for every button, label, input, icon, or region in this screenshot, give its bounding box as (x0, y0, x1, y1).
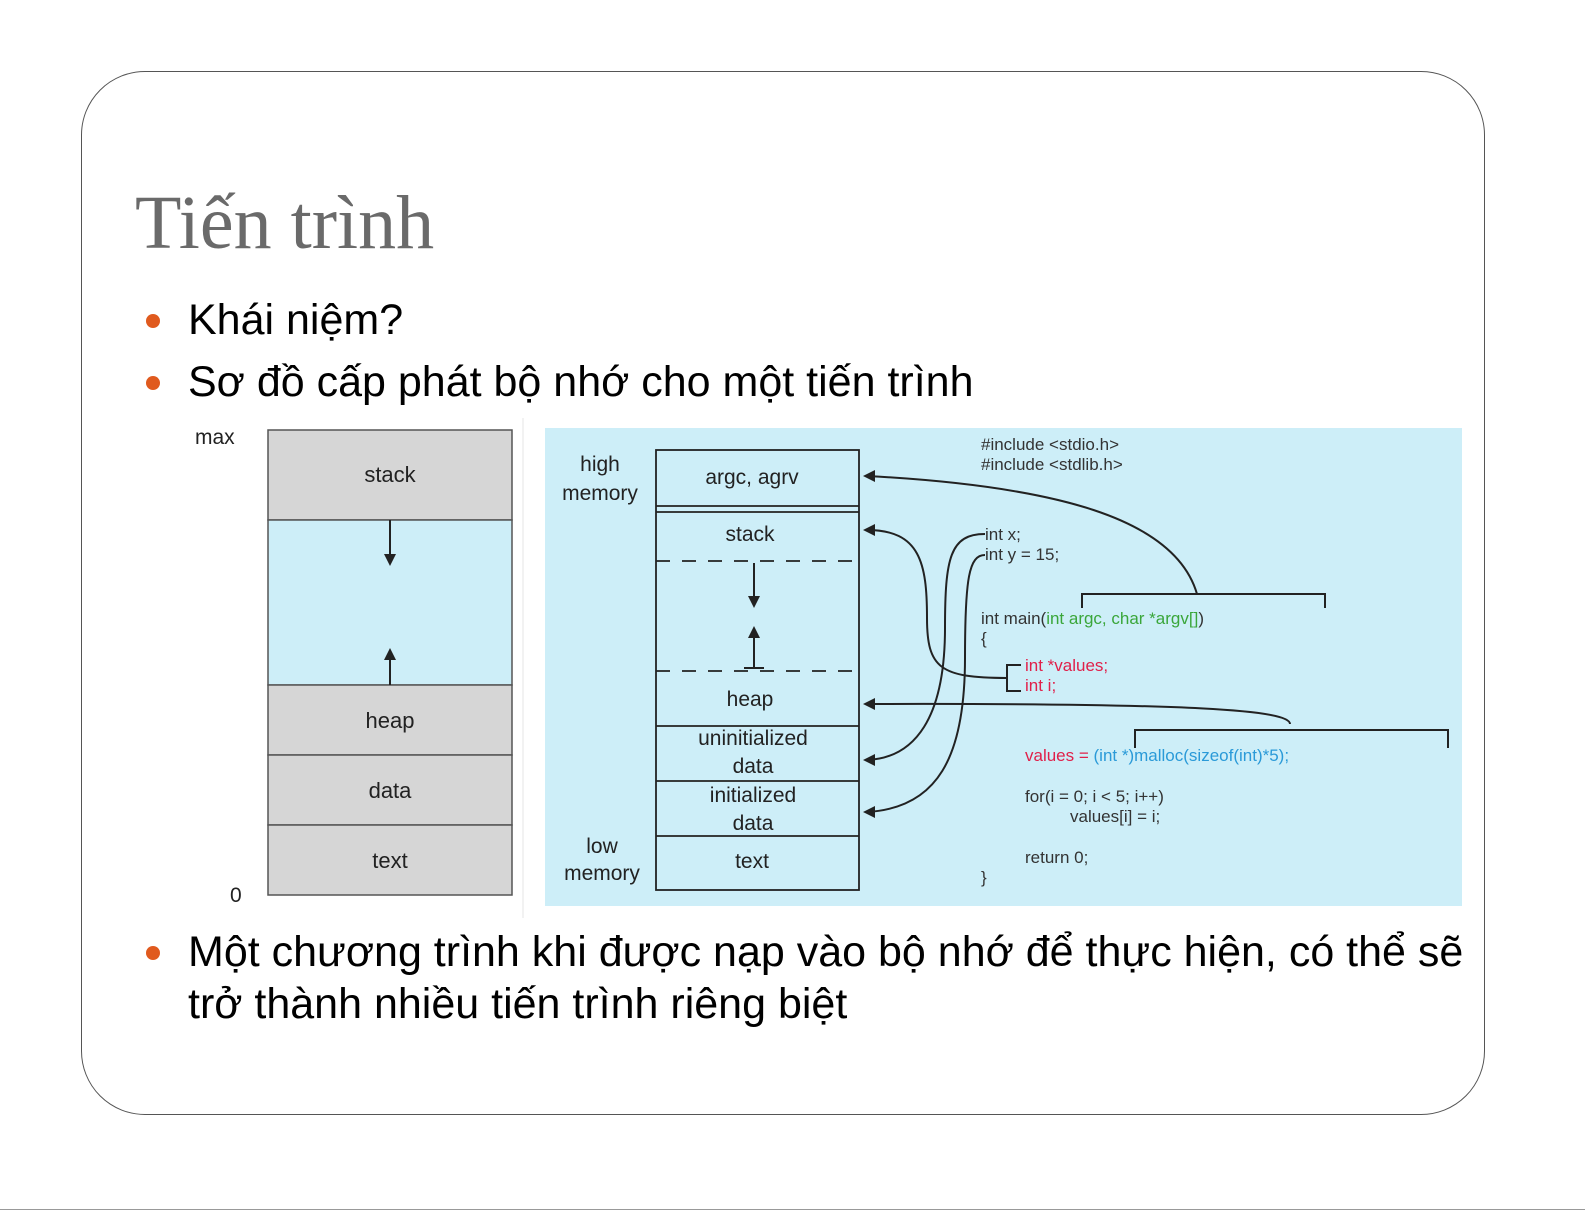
uninit-arrowhead (863, 754, 875, 766)
bullet-program-processes: Một chương trình khi được nạp vào bộ nhớ… (146, 926, 1468, 1030)
zero-label: 0 (230, 884, 242, 907)
args-bracket (1081, 593, 1326, 608)
code-values-decl: int *values; (1025, 656, 1108, 675)
code-include-stdio: #include <stdio.h> (981, 435, 1119, 454)
slide-title: Tiến trình (135, 181, 435, 265)
segment-heap (267, 684, 513, 756)
uninit-label-2: data (733, 755, 774, 778)
uninit-label-1: uninitialized (698, 727, 808, 750)
heap-connector (866, 702, 1291, 725)
up-arrow-icon (384, 648, 396, 685)
code-include-stdlib: #include <stdlib.h> (981, 455, 1123, 474)
heap-arrowhead (863, 698, 875, 710)
init-arrowhead (863, 806, 875, 818)
bullet-dot (146, 376, 160, 390)
bullet-text: Khái niệm? (188, 296, 404, 344)
code-close-brace: } (981, 868, 987, 887)
stack-arrowhead (863, 524, 875, 536)
argc-connector (866, 475, 1198, 595)
left-memory-diagram: max 0 stack heap data text (190, 418, 525, 918)
code-int-x: int x; (985, 525, 1021, 544)
uninit-connector (866, 533, 986, 761)
low-memory-label-1: low (586, 835, 618, 858)
stack-label: stack (364, 462, 416, 487)
bullet-dot (146, 946, 160, 960)
code-int-y: int y = 15; (985, 545, 1059, 564)
right-memory-diagram: high memory low memory argc, agrv stack … (545, 428, 1462, 906)
init-label-1: initialized (710, 784, 796, 807)
init-connector (866, 554, 986, 813)
segment-data (267, 754, 513, 826)
code-i-decl: int i; (1025, 676, 1056, 695)
low-memory-label-2: memory (564, 862, 640, 885)
high-memory-label-2: memory (562, 482, 638, 505)
bullet-text: Sơ đồ cấp phát bộ nhớ cho một tiến trình (188, 358, 974, 406)
memory-column (655, 449, 860, 891)
segment-text (267, 824, 513, 896)
high-memory-label-1: high (580, 453, 620, 476)
stack-connector (866, 529, 1008, 679)
bullet-dot (146, 314, 160, 328)
argc-arrowhead (863, 470, 875, 482)
code-values-index: values[i] = i; (1070, 807, 1160, 826)
stack-segment-label: stack (725, 523, 775, 546)
max-label: max (195, 426, 235, 449)
right-diagram-background (545, 428, 1462, 906)
code-return: return 0; (1025, 848, 1088, 867)
bottom-rule (0, 1209, 1585, 1210)
argc-segment-label: argc, agrv (705, 466, 799, 489)
down-arrow-icon (384, 520, 396, 566)
text-label: text (372, 848, 407, 873)
heap-label: heap (366, 708, 415, 733)
text-segment-label: text (735, 850, 769, 873)
data-label: data (369, 778, 413, 803)
code-for-loop: for(i = 0; i < 5; i++) (1025, 787, 1164, 806)
code-open-brace: { (981, 629, 987, 648)
bullet-concept: Khái niệm? (146, 294, 404, 346)
heap-segment-label: heap (727, 688, 774, 711)
up-arrow-icon (744, 626, 764, 669)
init-label-2: data (733, 812, 774, 835)
bullet-memory-diagram: Sơ đồ cấp phát bộ nhớ cho một tiến trình (146, 356, 974, 408)
code-values-assign: values = (int *)malloc(sizeof(int)*5); (1025, 746, 1289, 765)
bullet-text: Một chương trình khi được nạp vào bộ nhớ… (188, 928, 1464, 1028)
code-main: int main(int argc, char *argv[]) (981, 609, 1204, 628)
malloc-bracket (1134, 729, 1449, 748)
down-arrow-icon (748, 563, 760, 608)
